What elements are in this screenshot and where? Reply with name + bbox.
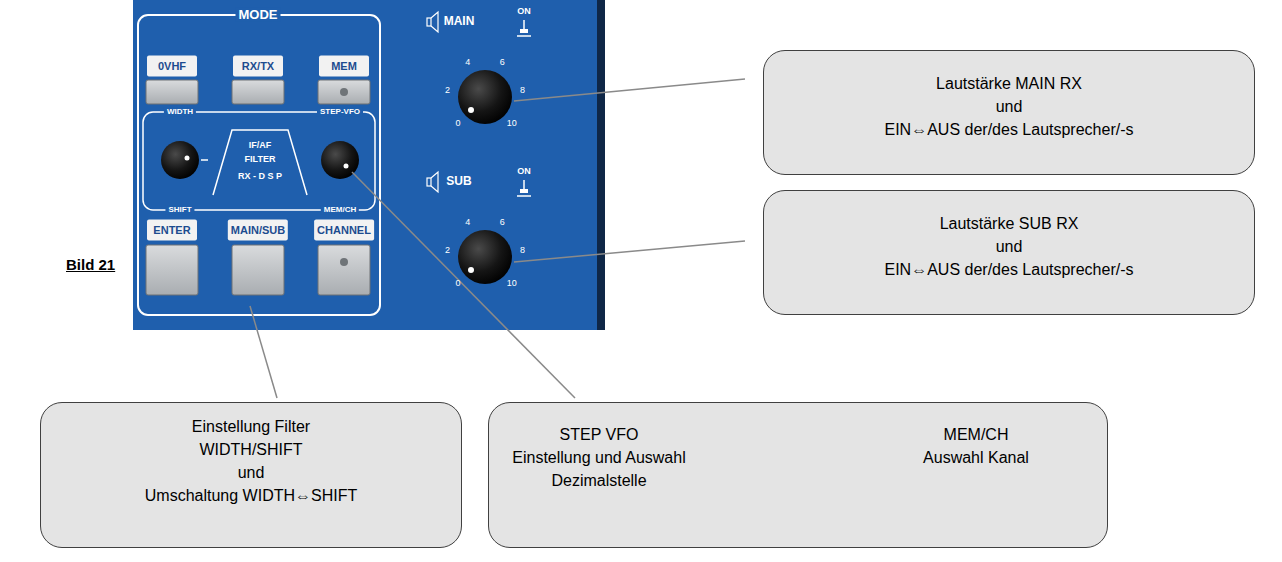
switch-symbol [520,29,528,33]
dial-number: 0 [456,279,461,289]
dial-number: 10 [507,279,517,289]
push-button [146,245,198,295]
button-label: MAIN/SUB [228,220,288,241]
figure-caption: Bild 21 [66,256,115,273]
callout-text: und [238,461,265,484]
switch-symbol [523,180,525,189]
panel-label: MAIN [444,15,475,28]
text-column: MEM/CHAuswahl Kanal [876,423,1076,469]
button-label: MEM [319,56,369,77]
button-label: CHANNEL [314,220,374,241]
callout-content: Einstellung FilterWIDTH/SHIFTundUmschalt… [41,415,461,507]
callout-box: Einstellung FilterWIDTH/SHIFTundUmschalt… [40,402,462,548]
volume-knob [458,230,512,284]
callout-text: EIN⇔AUS der/des Lautsprecher/-s [885,118,1134,141]
knob-dot [468,107,474,113]
switch-symbol [523,20,525,29]
push-button [318,80,370,104]
speaker-icon [427,178,431,186]
knob-dot [468,267,474,273]
callout-text: Lautstärke SUB RX [940,212,1079,235]
panel-label: MODE [236,8,281,22]
callout-text: EIN⇔AUS der/des Lautsprecher/-s [885,258,1134,281]
dial-number: 10 [507,119,517,129]
led [340,88,348,96]
panel-label: STEP-VFO [317,108,363,117]
led [340,258,348,266]
filter-frame [143,112,375,210]
callout-text: und [996,95,1023,118]
callout-content: Lautstärke SUB RXundEIN⇔AUS der/des Laut… [764,212,1254,281]
push-button [232,80,284,104]
callout-text: STEP VFO [489,423,709,446]
callout-box: Lautstärke MAIN RXundEIN⇔AUS der/des Lau… [763,50,1255,175]
front-panel [133,0,605,330]
panel-label: SUB [446,175,471,188]
callout-text: Umschaltung WIDTH⇔SHIFT [145,484,357,507]
switch-symbol [517,195,531,197]
leader-line [250,306,277,398]
push-button [146,80,198,104]
button-label: RX/TX [233,56,283,77]
knob [161,141,199,179]
callout-text: WIDTH/SHIFT [199,438,302,461]
dial-number: 4 [465,218,470,228]
speaker-icon [427,18,431,26]
knob-dot [185,156,190,161]
dial-number: 2 [445,86,450,96]
callout-box: STEP VFOEinstellung und Auswahl Dezimals… [488,402,1108,548]
panel-label: SHIFT [165,206,194,215]
panel-label: ON [517,167,531,177]
callout-text: Einstellung Filter [192,415,310,438]
callout-text: Einstellung und Auswahl Dezimalstelle [489,446,709,492]
button-label: 0VHF [147,56,197,77]
dial-number: 2 [445,246,450,256]
callout-text: Lautstärke MAIN RX [936,72,1082,95]
speaker-icon [431,172,438,192]
text-column: STEP VFOEinstellung und Auswahl Dezimals… [489,423,709,492]
knob-dot [344,164,349,169]
panel-label: WIDTH [164,108,196,117]
panel-label: MEM/CH [321,206,359,215]
filter-symbol [213,130,307,195]
volume-knob [458,70,512,124]
panel-label: ON [517,7,531,17]
dial-number: 8 [520,86,525,96]
dial-number: 0 [456,119,461,129]
panel-label: RX - D S P [238,172,282,182]
push-button [318,245,370,295]
panel-label: IF/AF [249,141,272,151]
callout-text: MEM/CH [876,423,1076,446]
mode-frame [138,15,380,315]
button-label: ENTER [147,220,197,241]
dial-number: 4 [465,58,470,68]
dial-number: 6 [500,218,505,228]
push-button [232,245,284,295]
leader-line [514,79,745,101]
leader-line [514,241,745,262]
callout-text: Auswahl Kanal [876,446,1076,469]
callout-text: und [996,235,1023,258]
switch-symbol [520,189,528,193]
dial-number: 6 [500,58,505,68]
dial-number: 8 [520,246,525,256]
speaker-icon [431,12,438,32]
leader-line [352,172,575,398]
callout-box: Lautstärke SUB RXundEIN⇔AUS der/des Laut… [763,190,1255,315]
panel-label: FILTER [245,155,276,165]
tick-mark [201,159,208,161]
callout-content: Lautstärke MAIN RXundEIN⇔AUS der/des Lau… [764,72,1254,141]
switch-symbol [517,35,531,37]
panel-edge [597,0,605,330]
